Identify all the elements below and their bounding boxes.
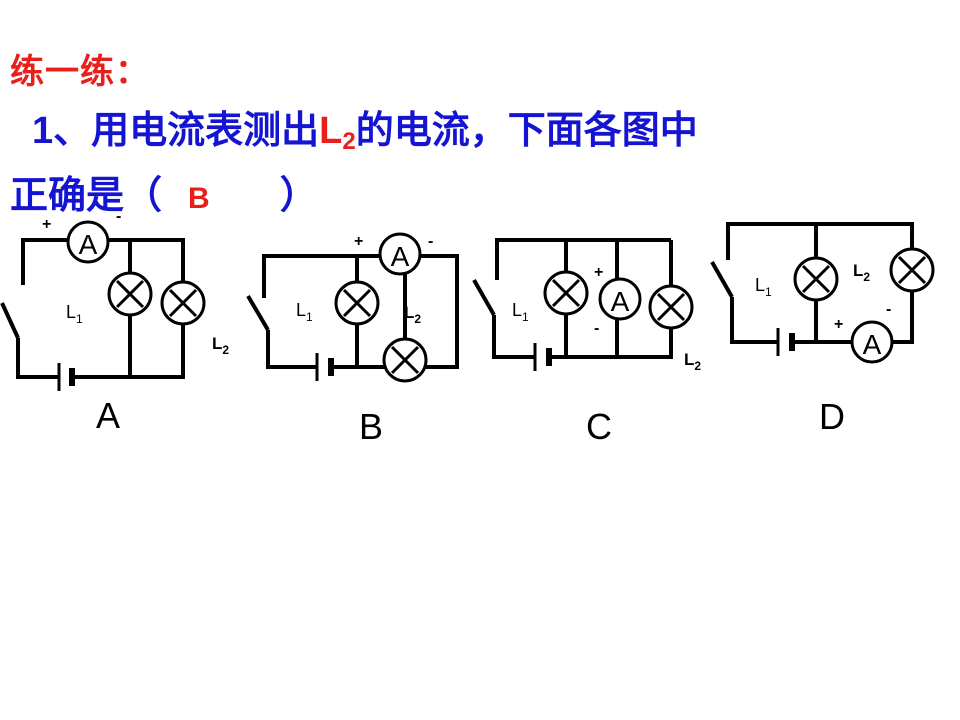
question-prefix: 1、用电流表测出 xyxy=(32,110,320,152)
circuit-a-wire-bottom-left xyxy=(16,338,59,379)
circuit-a-bulb-l1-icon xyxy=(107,271,153,317)
circuit-a-ammeter-label: A xyxy=(79,229,98,260)
circuit-d-switch xyxy=(710,261,734,298)
circuit-d-wire-bottom-left xyxy=(730,297,778,344)
circuit-c-l1-label: L1 xyxy=(512,300,529,324)
circuit-b-ammeter-label: A xyxy=(391,241,410,272)
circuit-d-plus: + xyxy=(834,316,843,333)
circuit-d-bulb-l2-icon xyxy=(889,247,935,293)
question-l2-label: L2 xyxy=(319,110,356,155)
circuit-b-minus: - xyxy=(428,233,433,250)
circuit-c-ammeter: A xyxy=(598,277,642,321)
circuit-a-switch xyxy=(0,302,20,339)
circuit-d-wire-top-left xyxy=(726,222,914,260)
circuit-a-caption: A xyxy=(96,395,120,436)
circuit-c-ammeter-label: A xyxy=(611,286,630,317)
circuit-c-wire-loop xyxy=(549,240,673,359)
circuit-b-bulb-l2-icon xyxy=(382,337,428,383)
circuit-b-wire-top-left xyxy=(262,254,380,298)
circuit-c-caption: C xyxy=(586,406,612,447)
circuit-d-l1-label: L1 xyxy=(755,275,772,299)
circuit-d-minus: - xyxy=(886,301,891,318)
circuit-b-bulb-l1-icon xyxy=(334,280,380,326)
circuit-b-l2-label: L2 xyxy=(404,303,421,326)
circuit-a-l1-label: L1 xyxy=(66,302,83,326)
question-text: 1、用电流表测出L2的电流，下面各图中 正确是（B） xyxy=(10,104,910,226)
circuit-d-caption: D xyxy=(819,396,845,437)
circuit-c-wire-top-left xyxy=(495,238,671,280)
circuit-a-plus: + xyxy=(42,216,51,233)
circuit-c-minus: - xyxy=(594,320,599,337)
circuit-b-ammeter: A xyxy=(378,232,422,276)
circuit-d-ammeter-label: A xyxy=(863,329,882,360)
circuit-a-wire-top-left xyxy=(21,238,68,285)
circuit-d-l2-label: L2 xyxy=(853,261,870,284)
exercise-heading: 练一练： xyxy=(10,53,150,91)
circuit-b-wire-bottom-left xyxy=(266,330,317,369)
circuit-c-l2-label: L2 xyxy=(684,350,701,373)
circuit-a-minus: - xyxy=(116,208,121,225)
circuit-b-plus: + xyxy=(354,233,363,250)
circuit-d-ammeter: A xyxy=(850,320,894,364)
circuit-d-bulb-l1-icon xyxy=(793,256,839,302)
circuit-c-bulb-l2-icon xyxy=(648,284,694,330)
question-suffix: 的电流，下面各图中 xyxy=(355,110,698,152)
circuit-c-switch xyxy=(472,279,496,316)
circuit-a-bulb-l2-icon xyxy=(160,280,206,326)
question-line2: 正确是（B） xyxy=(10,169,910,226)
circuit-b-l1-label: L1 xyxy=(296,300,313,324)
answer-label: B xyxy=(188,182,210,215)
circuit-a-ammeter: A xyxy=(66,220,110,264)
circuit-c-bulb-l1-icon xyxy=(543,270,589,316)
circuit-c-wire-bottom-left xyxy=(492,315,535,359)
circuit-b-caption: B xyxy=(359,406,383,447)
circuit-d-wire-right xyxy=(892,292,914,344)
circuit-c-plus: + xyxy=(594,264,603,281)
circuit-a-l2-label: L2 xyxy=(212,334,229,357)
circuit-b-switch xyxy=(246,294,270,332)
